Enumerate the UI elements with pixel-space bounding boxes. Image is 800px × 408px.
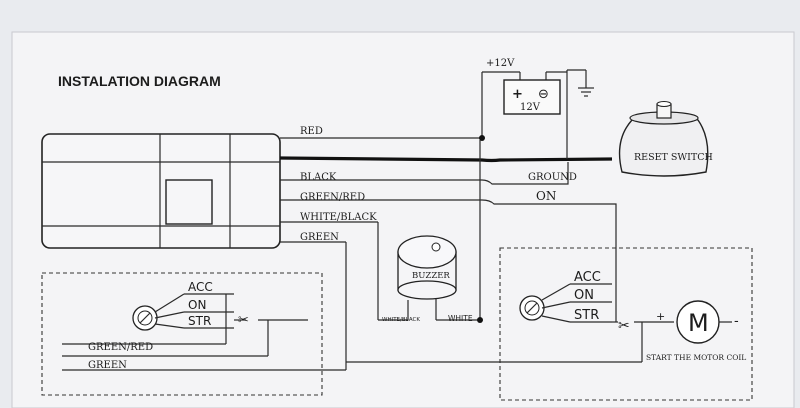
battery: +12V + ⊖ 12V — [486, 58, 561, 115]
wire-label-green: GREEN — [300, 232, 339, 243]
right-acc-label: ACC — [574, 270, 601, 285]
supply-label: +12V — [486, 58, 515, 69]
battery-minus-symbol: ⊖ — [538, 87, 549, 102]
wire-label-white-black: WHITE/BLACK — [300, 212, 377, 223]
motor-plus-label: + — [656, 310, 665, 323]
unit-display-window — [165, 179, 213, 225]
left-green-label: GREEN — [88, 360, 127, 371]
buzzer-white-label: WHITE — [448, 314, 473, 323]
wire-label-on: ON — [536, 189, 556, 203]
ignition-panel-right: ACC ON STR ✂ + M - START THE MOTOR COIL — [346, 247, 753, 401]
buzzer: BUZZER WHITE/BLACK WHITE — [382, 235, 473, 323]
left-acc-label: ACC — [188, 280, 213, 294]
right-on-label: ON — [574, 288, 594, 303]
battery-plus-symbol: + — [512, 87, 523, 102]
wire-runs — [62, 69, 617, 371]
left-str-label: STR — [188, 314, 211, 328]
left-relay-contact-icon: ✂ — [238, 313, 249, 328]
left-on-label: ON — [188, 298, 206, 312]
right-relay-contact-icon: ✂ — [618, 318, 630, 334]
buzzer-label: BUZZER — [412, 271, 450, 281]
motor-symbol: M — [688, 309, 709, 337]
wire-label-green-red: GREEN/RED — [300, 192, 365, 203]
diagram-title: INSTALATION DIAGRAM — [58, 73, 221, 89]
control-unit — [41, 133, 281, 249]
wire-label-ground: GROUND — [528, 172, 577, 183]
reset-switch-label: RESET SWITCH — [634, 152, 713, 163]
right-str-label: STR — [574, 308, 599, 323]
motor-minus-label: - — [734, 314, 739, 329]
motor-coil-label: START THE MOTOR COIL — [646, 353, 746, 362]
wire-label-red: RED — [300, 126, 323, 137]
wire-label-black: BLACK — [300, 172, 337, 183]
reset-switch: RESET SWITCH — [618, 101, 713, 177]
buzzer-white-black-label: WHITE/BLACK — [382, 317, 420, 323]
ignition-panel-left: ACC ON STR ✂ GREEN/RED GREEN — [41, 272, 323, 396]
left-green-red-label: GREEN/RED — [88, 342, 153, 353]
battery-voltage: 12V — [520, 102, 541, 113]
